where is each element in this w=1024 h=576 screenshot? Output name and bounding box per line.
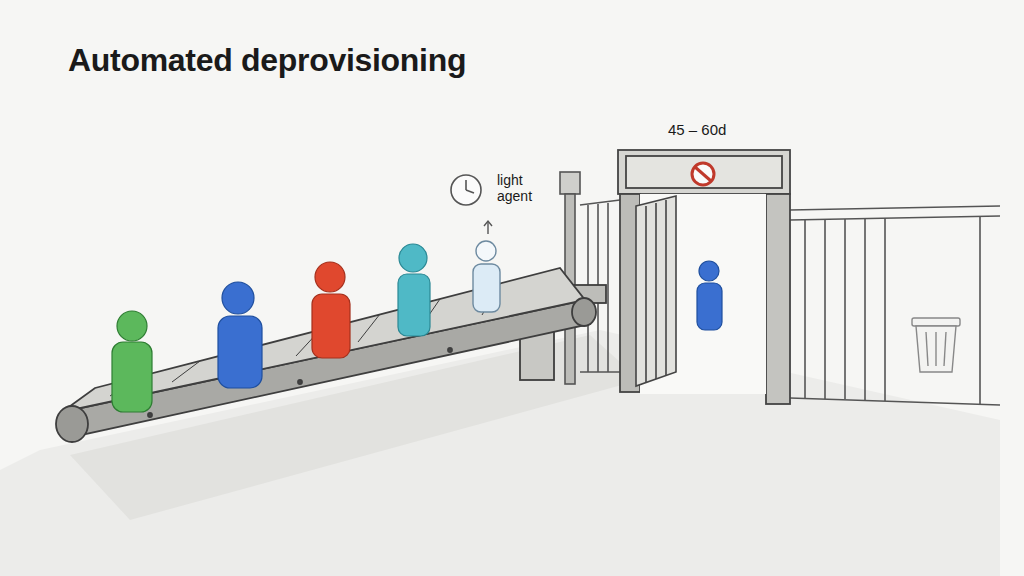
conveyor-belt — [448, 348, 452, 352]
gate — [618, 150, 790, 194]
gate-door — [655, 203, 657, 379]
person-figure — [222, 282, 254, 314]
fence — [790, 398, 1000, 405]
person-figure — [476, 241, 496, 261]
up-arrow — [484, 221, 492, 226]
conveyor-belt — [56, 406, 88, 442]
no-entry-symbol — [692, 163, 714, 185]
gate — [618, 150, 790, 404]
fence — [607, 203, 609, 372]
fence — [864, 218, 866, 400]
fence — [790, 206, 1000, 210]
trash-can — [944, 332, 946, 366]
clock-icon — [465, 180, 467, 190]
duration-label: 45 – 60d — [668, 121, 726, 138]
fence — [824, 219, 826, 399]
clock-icon — [466, 190, 474, 193]
fence — [844, 219, 846, 399]
person-figure — [312, 262, 350, 358]
gate-door — [636, 196, 676, 386]
conveyor-belt — [358, 314, 380, 342]
gate — [766, 194, 790, 404]
conveyor-belt — [298, 380, 302, 384]
conveyor-belt — [572, 298, 596, 326]
trash-can — [912, 318, 960, 326]
clock-icon — [451, 175, 481, 205]
gate-door — [645, 206, 647, 382]
person-figure — [699, 261, 719, 281]
person-figure — [697, 261, 722, 330]
gate-door — [636, 196, 676, 386]
floor-shadow — [0, 330, 1000, 576]
conveyor-belt — [172, 361, 200, 382]
fence — [884, 218, 886, 401]
person-figure — [312, 294, 350, 358]
fence — [580, 371, 620, 373]
trash-can — [935, 332, 936, 366]
no-entry-symbol — [695, 167, 711, 181]
no-entry-symbol — [692, 163, 714, 185]
fence — [560, 172, 580, 194]
fence — [804, 220, 806, 398]
clock-icon — [451, 175, 481, 205]
gate-door — [665, 200, 667, 376]
person-figure — [117, 311, 147, 341]
title: Automated deprovisioning — [68, 42, 466, 79]
person-figure — [112, 342, 152, 412]
conveyor-belt — [56, 268, 606, 442]
person-figure — [315, 262, 345, 292]
fence — [580, 200, 620, 205]
up-arrow — [487, 222, 488, 234]
up-arrow — [484, 221, 492, 234]
agent-label: light agent — [497, 172, 532, 204]
conveyor-belt — [148, 413, 152, 417]
floor-shadow — [0, 330, 1000, 576]
person-figure — [697, 283, 722, 330]
fence — [979, 216, 981, 404]
person-figure — [398, 244, 430, 336]
fence — [790, 216, 1000, 220]
trash-can — [926, 332, 928, 366]
person-figure — [398, 274, 430, 336]
fence — [560, 172, 620, 384]
person-figure — [218, 282, 262, 388]
person-figure — [218, 316, 262, 388]
person-figure — [112, 311, 152, 412]
person-figure — [473, 241, 500, 312]
person-figure — [399, 244, 427, 272]
person-figure — [473, 264, 500, 312]
fence — [790, 206, 1000, 405]
trash-can — [912, 318, 960, 372]
gate — [626, 156, 782, 188]
trash-can — [916, 326, 956, 372]
